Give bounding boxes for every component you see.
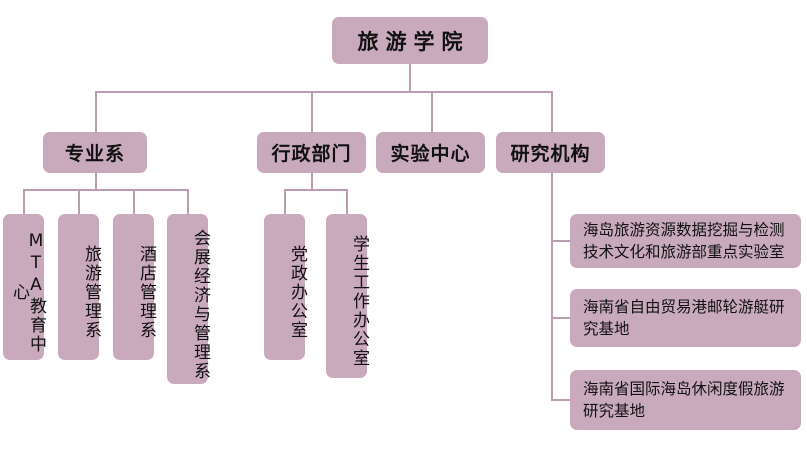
connector-admin-drop-1: [284, 189, 286, 215]
node-department-exhibition-economy[interactable]: 会展经济与管理系: [167, 214, 210, 384]
connector-main-trunk: [95, 91, 553, 93]
connector-majors-stem: [95, 172, 97, 190]
node-root-college[interactable]: 旅游学院: [332, 17, 488, 64]
connector-research-stub-1: [551, 240, 571, 242]
node-division-majors[interactable]: 专业系: [43, 132, 147, 173]
connector-admin-drop-2: [346, 189, 348, 215]
connector-majors-drop-1: [23, 189, 25, 215]
connector-majors-drop-2: [78, 189, 80, 215]
connector-admin-trunk: [284, 189, 348, 191]
node-division-admin[interactable]: 行政部门: [257, 132, 366, 173]
connector-research-stub-3: [551, 399, 571, 401]
node-department-mta[interactable]: MTA教育中心: [3, 214, 46, 360]
connector-drop-research: [551, 91, 553, 133]
connector-research-stub-2: [551, 317, 571, 319]
connector-research-spine: [551, 172, 553, 400]
node-department-hotel-management[interactable]: 酒店管理系: [113, 214, 156, 360]
connector-majors-trunk: [23, 189, 188, 191]
connector-majors-drop-4: [187, 189, 189, 215]
node-institute-island-tourism-lab[interactable]: 海岛旅游资源数据挖掘与检测技术文化和旅游部重点实验室: [570, 214, 801, 268]
node-office-party-admin[interactable]: 党政办公室: [264, 214, 307, 360]
connector-drop-admin: [311, 91, 313, 133]
node-office-student-affairs[interactable]: 学生工作办公室: [326, 214, 369, 378]
connector-majors-drop-3: [133, 189, 135, 215]
connector-admin-stem: [311, 172, 313, 190]
node-division-research[interactable]: 研究机构: [496, 132, 605, 173]
connector-root-stem: [409, 64, 411, 92]
connector-drop-lab: [431, 91, 433, 133]
node-institute-island-leisure-base[interactable]: 海南省国际海岛休闲度假旅游研究基地: [570, 370, 801, 430]
node-department-tourism-management[interactable]: 旅游管理系: [58, 214, 101, 360]
node-division-lab-center[interactable]: 实验中心: [376, 132, 485, 173]
connector-drop-majors: [95, 91, 97, 133]
node-institute-cruise-yacht-base[interactable]: 海南省自由贸易港邮轮游艇研究基地: [570, 289, 801, 347]
